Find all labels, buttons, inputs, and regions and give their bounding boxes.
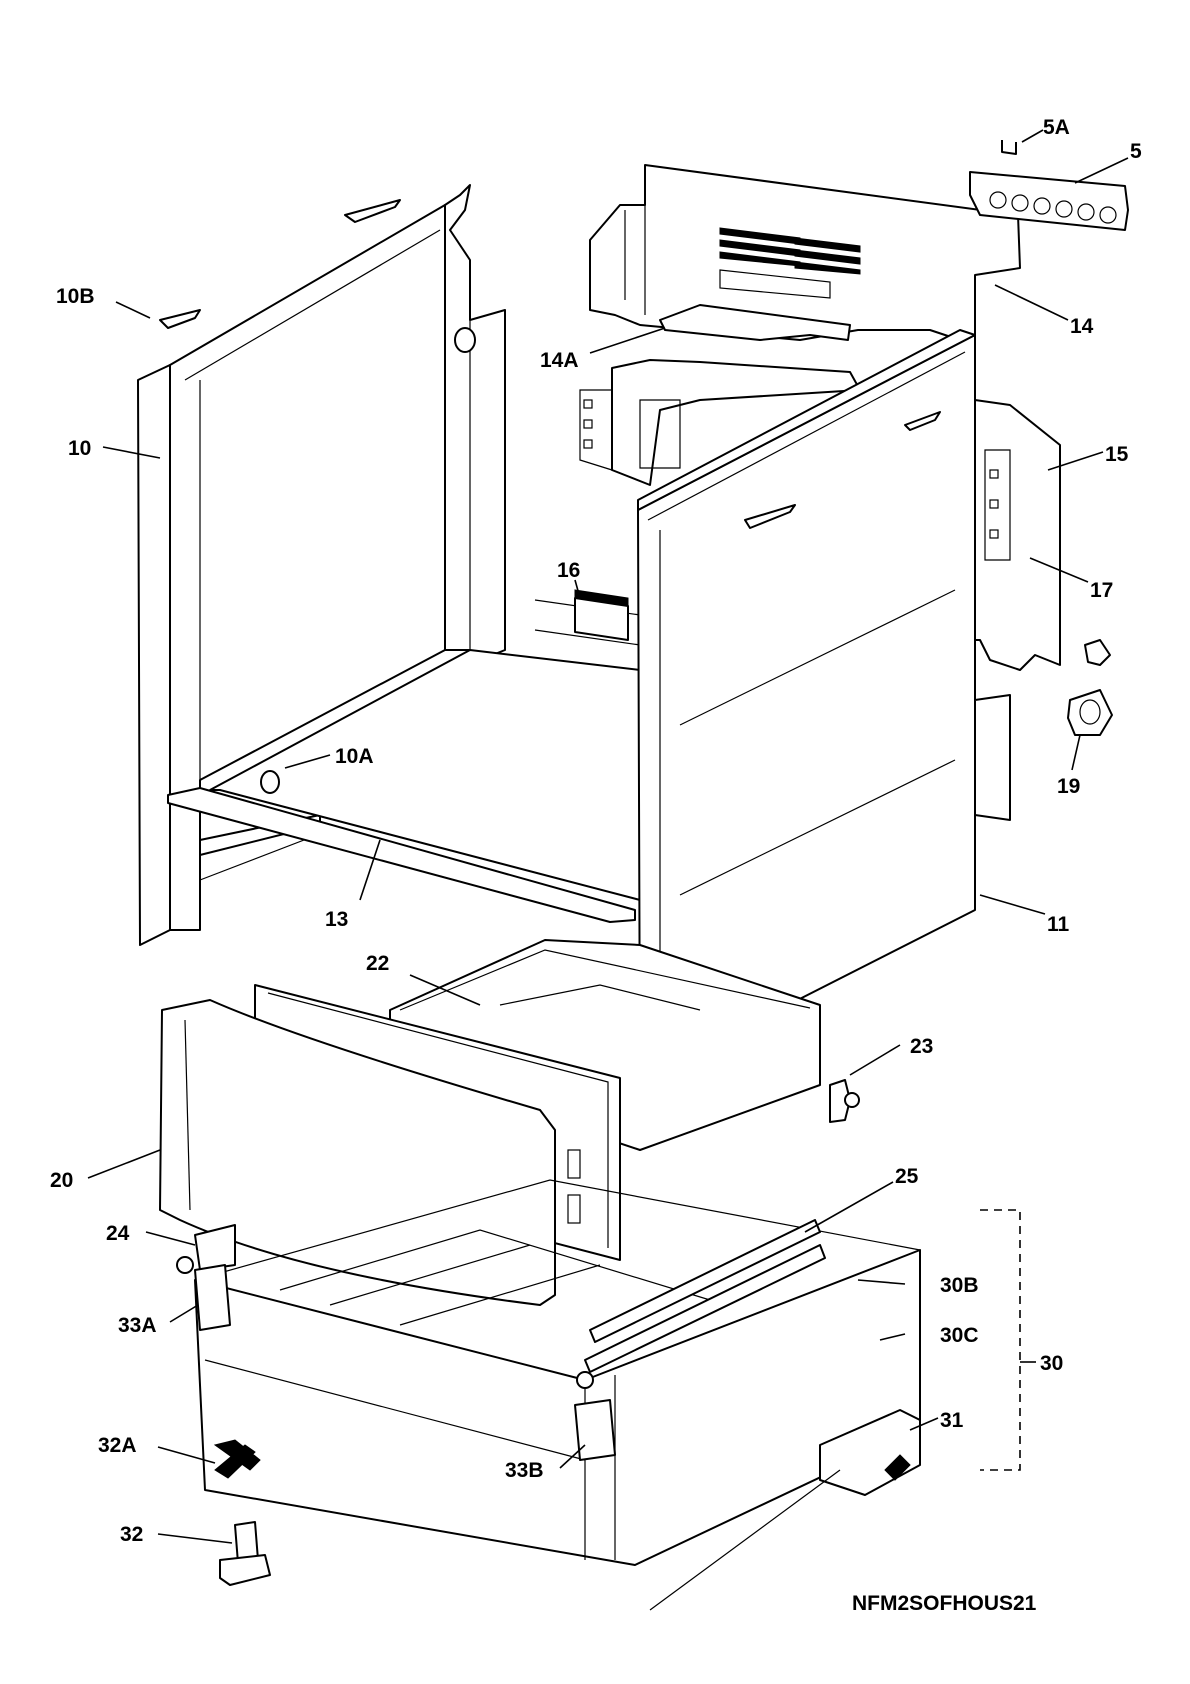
label-16: 16	[557, 559, 580, 582]
side-bracket-part	[974, 399, 1061, 821]
label-31: 31	[940, 1409, 964, 1432]
left-side-panel-part	[137, 184, 506, 946]
label-33A: 33A	[118, 1314, 157, 1337]
label-10A: 10A	[335, 745, 374, 768]
leader-lines	[87, 129, 1129, 1544]
inner-strip-part	[574, 589, 629, 641]
label-30: 30	[1040, 1352, 1063, 1375]
label-14: 14	[1070, 315, 1094, 338]
label-24: 24	[106, 1222, 130, 1245]
drawer-bracket-part	[829, 1079, 860, 1123]
right-side-panel-part	[637, 329, 976, 1081]
assembly-30-bracket	[980, 1209, 1021, 1471]
label-22: 22	[366, 952, 389, 975]
levelling-foot-part	[213, 1439, 271, 1586]
label-17: 17	[1090, 579, 1113, 602]
control-bracket-part	[969, 140, 1129, 231]
label-25: 25	[895, 1165, 919, 1188]
part-labels: 5A 5 10B 14 14A 10 15 16 17 10A 19 13 11…	[50, 116, 1142, 1546]
label-11: 11	[1047, 913, 1070, 936]
front-rail-part	[167, 787, 636, 923]
drawer-part	[159, 939, 821, 1306]
base-frame-part	[194, 1179, 921, 1611]
label-15: 15	[1105, 443, 1129, 466]
label-19: 19	[1057, 775, 1080, 798]
drawing-code: NFM2SOFHOUS21	[852, 1592, 1037, 1615]
label-10: 10	[68, 437, 91, 460]
label-10B: 10B	[56, 285, 95, 308]
label-32: 32	[120, 1523, 143, 1546]
label-20: 20	[50, 1169, 73, 1192]
label-30B: 30B	[940, 1274, 979, 1297]
oven-frame-part	[579, 359, 861, 486]
label-33B: 33B	[505, 1459, 544, 1482]
lamp-assembly-part	[1067, 639, 1113, 736]
label-5A: 5A	[1043, 116, 1070, 139]
back-panel-part	[589, 164, 1021, 346]
label-23: 23	[910, 1035, 933, 1058]
label-30C: 30C	[940, 1324, 979, 1347]
label-5: 5	[1130, 140, 1142, 163]
label-13: 13	[325, 908, 348, 931]
label-32A: 32A	[98, 1434, 137, 1457]
label-14A: 14A	[540, 349, 579, 372]
